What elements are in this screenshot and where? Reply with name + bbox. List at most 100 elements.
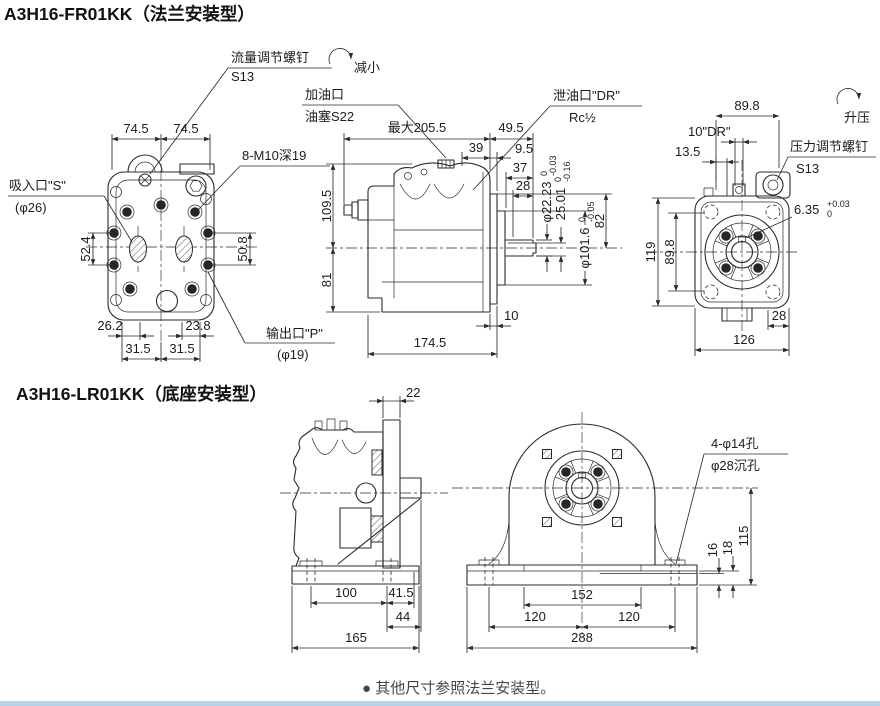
base-plate-side	[291, 565, 420, 585]
flange-rear-view	[646, 160, 798, 336]
dim-key-w-tol-bot: 0	[827, 209, 832, 219]
flow-adjust-screw-front	[138, 173, 152, 187]
base-side-dimensions: 100 41.5 44 165	[291, 500, 422, 653]
base-section-title: A3H16-LR01KK（底座安装型）	[16, 384, 267, 404]
suction-port-opening	[129, 235, 147, 263]
suction-label-2: (φ26)	[15, 200, 47, 215]
pressure-screw-label-1: 压力调节螺钉	[790, 139, 868, 154]
dim-front-top-left: 74.5	[123, 121, 148, 136]
decrease-label: 减小	[354, 60, 380, 75]
dim-rear-b1: 28	[772, 308, 786, 323]
flow-screw-callout: 流量调节螺钉 S13 减小	[149, 48, 380, 175]
dim-h2: 81	[319, 273, 334, 287]
flange-section-title: A3H16-FR01KK（法兰安装型）	[4, 4, 255, 24]
dim-key-height: 25.01 0 -0.16	[553, 161, 572, 220]
dim-total-length: 165	[345, 630, 367, 645]
flange-spokes-front	[554, 460, 610, 516]
dim-max-length: 最大205.5	[388, 120, 447, 135]
flange-side-dimensions: 最大205.5 49.5 39 9.5 37 28 109.5 81 174.5…	[319, 120, 612, 358]
mounting-plate	[382, 419, 401, 569]
dim-front-left-h: 52.4	[78, 236, 93, 261]
suction-label-1: 吸入口"S"	[9, 178, 66, 193]
holes-label-2: φ28沉孔	[711, 458, 760, 473]
holes-label-1: 4-φ14孔	[711, 436, 758, 451]
dim-rear-top-w: 89.8	[734, 98, 759, 113]
decrease-rotation-arrow-icon	[328, 48, 354, 65]
dim-c1: 49.5	[498, 120, 523, 135]
dim-key-w-value: 6.35	[794, 202, 819, 217]
dim-82: 82	[592, 214, 607, 228]
drain-port-top	[732, 183, 746, 197]
dim-key-height-tol-bot: -0.16	[562, 161, 572, 182]
oil-fill-label-1: 加油口	[305, 87, 344, 102]
dim-shaft-dia-value: φ22.23	[539, 182, 554, 223]
increase-rotation-arrow-icon	[836, 88, 862, 105]
dim-pilot-dia-tol-top: 0	[577, 217, 587, 222]
dim-pilot-dia-value: φ101.6	[577, 228, 592, 269]
outlet-label-1: 输出口"P"	[266, 326, 323, 341]
dim-dr10: 10"DR"	[688, 124, 731, 139]
bolt-spec-label: 8-M10深19	[242, 148, 306, 163]
dim-key-w-tol-top: +0.03	[827, 199, 850, 209]
flow-screw-label-1: 流量调节螺钉	[231, 50, 309, 65]
dim-body-length: 174.5	[414, 335, 447, 350]
dim-c2: 39	[469, 140, 483, 155]
dim-front-b3: 31.5	[125, 341, 150, 356]
flange-front-dimensions: 74.5 74.5 52.4 50.8 26.2 23.8 31.5 31.5	[78, 121, 256, 362]
dim-front-right-h: 50.8	[235, 236, 250, 261]
dim-height-115: 115	[736, 526, 751, 547]
dim-c5: 28	[516, 178, 530, 193]
dim-shaft-dia: φ22.23 0 -0.03	[539, 155, 558, 222]
dome-housing	[508, 423, 656, 566]
flange-rear-dimensions: 89.8 10"DR" 13.5 119 89.8 28 126 升压 压力调节…	[643, 88, 876, 356]
base-front-dimensions: 4-φ14孔 φ28沉孔 115 18 16 152 120 120 288	[466, 436, 788, 653]
dim-rear-h1: 119	[643, 242, 658, 263]
flow-screw-label-2: S13	[231, 69, 254, 84]
outlet-callout: 输出口"P" (φ19)	[207, 271, 335, 362]
oil-fill-callout: 加油口 油塞S22	[302, 87, 447, 159]
dim-shaft-dia-tol-top: 0	[539, 171, 549, 176]
dim-key-height-value: 25.01	[553, 188, 568, 221]
drain-label-2: Rc½	[569, 110, 596, 125]
flange-spokes	[714, 224, 770, 280]
mounting-flange-plate	[489, 193, 498, 305]
dim-f3: 44	[396, 609, 410, 624]
dim-w4: 288	[571, 630, 593, 645]
dim-key-height-tol-top: 0	[553, 177, 563, 182]
bottom-accent-bar	[0, 701, 880, 706]
dim-step-18: 18	[720, 541, 735, 555]
dim-135: 13.5	[675, 144, 700, 159]
mounting-bolt-holes	[106, 197, 216, 297]
pressure-adjust-screw	[762, 174, 784, 196]
dim-front-b1: 26.2	[97, 318, 122, 333]
dim-pilot-dia: φ101.6 0 -0.05	[577, 201, 596, 268]
dim-flange-thickness: 10	[504, 308, 518, 323]
dim-plate-thickness: 22	[406, 385, 420, 400]
dim-front-b4: 31.5	[169, 341, 194, 356]
dim-w3: 120	[618, 609, 640, 624]
pressure-screw-label-2: S13	[796, 161, 819, 176]
increase-label: 升压	[844, 110, 870, 125]
drain-label-1: 泄油口"DR"	[553, 88, 620, 103]
base-side-view: 22	[280, 385, 448, 585]
dim-step-16: 16	[705, 543, 720, 557]
dim-pilot-dia-tol-bot: -0.05	[586, 201, 596, 222]
drain-callout: 泄油口"DR" Rc½	[472, 88, 642, 191]
dim-rear-b2: 126	[733, 332, 755, 347]
gusset-rib	[337, 497, 422, 565]
dim-c3: 9.5	[515, 141, 533, 156]
flange-side-view	[326, 159, 622, 313]
dim-front-top-right: 74.5	[173, 121, 198, 136]
outlet-port-opening	[175, 235, 193, 263]
shaft-keyway	[738, 236, 746, 243]
dim-w1: 152	[571, 587, 593, 602]
base-front-view	[452, 412, 758, 634]
footnote: ● 其他尺寸参照法兰安装型。	[362, 680, 555, 697]
dim-shaft-dia-tol-bot: -0.03	[548, 155, 558, 176]
dim-front-b2: 23.8	[185, 318, 210, 333]
dim-c4: 37	[513, 160, 527, 175]
dim-f2: 41.5	[388, 585, 413, 600]
suction-callout: 吸入口"S" (φ26)	[8, 178, 133, 243]
